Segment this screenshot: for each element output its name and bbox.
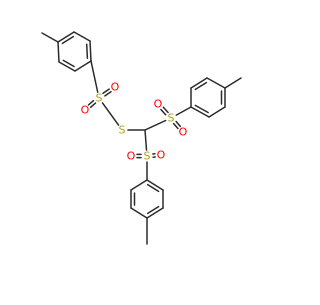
sulfur-atom-label-s2: S — [119, 124, 126, 137]
bond-c4-c5 — [131, 208, 147, 218]
bond-a3-a4 — [90, 41, 91, 61]
oxygen-atom-label-o1b: O — [111, 81, 120, 94]
oxygen-atom-label-o1a: O — [81, 104, 90, 117]
bond-b2-b3 — [209, 107, 225, 117]
bond-b1-b2-inner — [195, 105, 208, 112]
bond-C-S4 — [145, 130, 147, 150]
bond-Me1-a1 — [42, 33, 58, 42]
bond-S1-S2 — [103, 103, 119, 125]
sulfur-atom-label-s1: S — [96, 92, 103, 105]
bond-a4-S1 — [91, 61, 98, 92]
sulfur-atom-label-s3: S — [168, 112, 175, 125]
oxygen-atom-label-o4a: O — [127, 150, 136, 163]
bond-a4-a5 — [75, 61, 91, 71]
bond-b4-b5 — [207, 78, 225, 88]
bond-a6-a1 — [58, 42, 59, 62]
bond-a2-a3 — [74, 32, 90, 41]
bond-b4-Me2 — [225, 78, 241, 88]
bond-S3-b1 — [176, 107, 191, 115]
bond-a3-a4-inner — [87, 44, 88, 58]
bond-S1-O1b-b — [103, 89, 109, 93]
bond-layer — [42, 32, 241, 244]
bond-C-S3 — [145, 121, 166, 131]
oxygen-atom-label-o3a: O — [154, 98, 163, 111]
sulfur-atom-label-s4: S — [144, 150, 151, 163]
bond-c6-c1 — [131, 180, 147, 190]
oxygen-atom-label-o3b: O — [179, 126, 188, 139]
oxygen-atom-label-o4b: O — [157, 149, 166, 162]
